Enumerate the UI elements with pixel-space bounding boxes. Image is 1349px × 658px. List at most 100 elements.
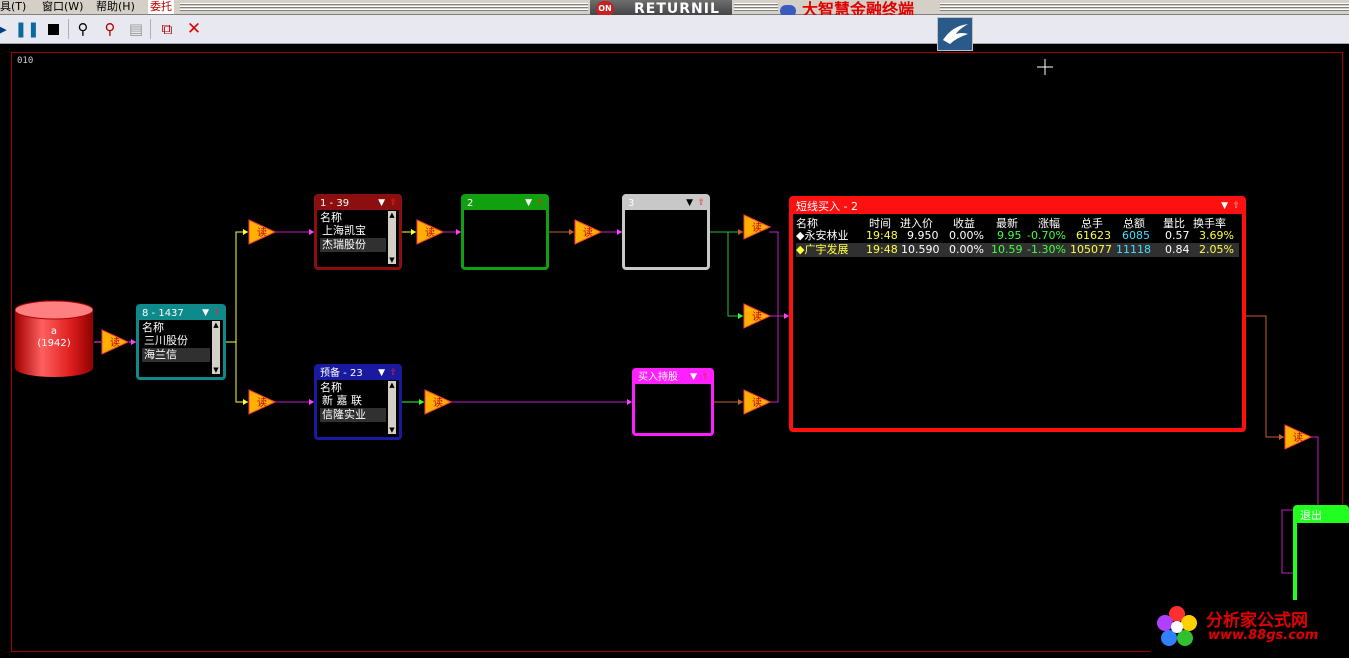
move-up-icon[interactable]: ⇧ — [213, 308, 221, 318]
move-up-icon[interactable]: ⇧ — [536, 198, 544, 208]
menu-help[interactable]: 帮助(H) — [96, 0, 135, 13]
toolbar: ▸ ❚❚ ⚲ ⚲ ▤ ⧉ ✕ — [0, 15, 1349, 44]
table-row[interactable]: ◆永安林业 19:48 9.950 0.00% 9.95 -0.70% 6162… — [796, 229, 1239, 243]
filter-dropdown-icon[interactable]: ▼ — [1221, 201, 1228, 211]
menu-tools[interactable]: 具(T) — [0, 0, 27, 13]
trigger-icon[interactable]: 读 — [424, 389, 452, 415]
scrollbar[interactable]: ▲▼ — [388, 381, 396, 434]
node-main-pool[interactable]: 8 - 1437 ▼ ⇧ 名称 三川股份 海兰信 ▲▼ — [136, 304, 226, 380]
svg-text:读: 读 — [752, 221, 762, 234]
column-header: 名称 — [142, 321, 164, 334]
filter-dropdown-icon[interactable]: ▼ — [378, 198, 385, 208]
column-header: 涨幅 — [1038, 217, 1060, 230]
list-item[interactable]: 海兰信 — [142, 348, 210, 362]
volume-cell: 105077 — [1070, 243, 1112, 256]
svg-text:读: 读 — [752, 396, 762, 409]
menu-entrust[interactable]: 委托 — [148, 0, 174, 14]
toolbar-grip-icon: ▸ — [0, 20, 7, 38]
menu-window[interactable]: 窗口(W) — [42, 0, 84, 13]
list-item[interactable]: 新 嘉 联 — [322, 394, 362, 407]
move-up-icon[interactable]: ⇧ — [697, 198, 705, 208]
trigger-icon[interactable]: 读 — [416, 219, 444, 245]
scroll-up-icon[interactable]: ▲ — [389, 211, 395, 219]
list-item[interactable]: 信隆实业 — [320, 408, 386, 422]
stock-database-icon[interactable]: a(1942) — [15, 300, 93, 378]
source-label: a — [50, 326, 58, 337]
scroll-up-icon[interactable]: ▲ — [213, 321, 219, 329]
volume-ratio-cell: 0.57 — [1165, 229, 1190, 242]
turnover-cell: 2.05% — [1199, 243, 1234, 256]
scrollbar[interactable]: ▲▼ — [388, 211, 396, 264]
search-refresh-icon[interactable]: ⚲ — [104, 20, 116, 38]
entry-price-cell: 9.950 — [907, 229, 939, 242]
stop-icon[interactable] — [44, 20, 62, 38]
filter-dropdown-icon[interactable]: ▼ — [202, 308, 209, 318]
node-title: 短线买入 - 2 — [793, 200, 1242, 214]
close-icon[interactable]: ✕ — [186, 19, 202, 39]
search-icon[interactable]: ⚲ — [77, 20, 89, 38]
node-reserve[interactable]: 预备 - 23 ▼ ⇧ 名称 新 嘉 联 信隆实业 ▲▼ — [314, 364, 402, 440]
scroll-up-icon[interactable]: ▲ — [389, 381, 395, 389]
svg-text:读: 读 — [257, 226, 267, 239]
node-exit[interactable]: 退出 — [1293, 505, 1349, 615]
list-item[interactable]: 上海凯宝 — [322, 224, 366, 237]
trigger-icon[interactable]: 读 — [574, 219, 602, 245]
svg-text:读: 读 — [110, 336, 120, 349]
column-header: 最新 — [996, 217, 1018, 230]
move-up-icon[interactable]: ⇧ — [701, 372, 709, 382]
site-watermark: 分析家公式网 www.88gs.com — [1150, 600, 1346, 656]
filter-dropdown-icon[interactable]: ▼ — [525, 198, 532, 208]
trigger-icon[interactable]: 读 — [1284, 424, 1312, 450]
stock-name: ◆广宇发展 — [796, 243, 849, 256]
scroll-down-icon[interactable]: ▼ — [213, 366, 219, 374]
node-filter-1[interactable]: 1 - 39 ▼ ⇧ 名称 上海凯宝 杰瑞股份 ▲▼ — [314, 194, 402, 270]
bird-logo-icon[interactable] — [937, 17, 973, 51]
scroll-down-icon[interactable]: ▼ — [389, 256, 395, 264]
svg-text:读: 读 — [1293, 431, 1303, 444]
move-up-icon[interactable]: ⇧ — [389, 368, 397, 378]
node-title: 退出 — [1297, 509, 1349, 523]
filter-dropdown-icon[interactable]: ▼ — [378, 368, 385, 378]
app-title: 大智慧金融终端 — [780, 0, 914, 20]
node-buy-hold[interactable]: 买入持股 ▼ ⇧ — [632, 368, 714, 436]
node-title: 3 — [625, 197, 707, 210]
returnil-button[interactable]: ON RETURNIL — [590, 0, 732, 19]
trigger-icon[interactable]: 读 — [248, 219, 276, 245]
move-up-icon[interactable]: ⇧ — [1232, 201, 1240, 211]
svg-text:读: 读 — [752, 310, 762, 323]
amount-cell: 6085 — [1122, 229, 1150, 242]
time-cell: 19:48 — [866, 229, 898, 242]
title-stripe — [940, 3, 1349, 12]
node-title: 买入持股 — [635, 371, 711, 384]
node-filter-2[interactable]: 2 ▼ ⇧ — [461, 194, 549, 270]
column-header: 名称 — [796, 217, 818, 230]
entry-price-cell: 10.590 — [901, 243, 940, 256]
returnil-on-badge: ON — [596, 1, 614, 17]
volume-cell: 61623 — [1076, 229, 1111, 242]
trigger-icon[interactable]: 读 — [248, 389, 276, 415]
node-filter-3[interactable]: 3 ▼ ⇧ — [622, 194, 710, 270]
table-row[interactable]: ◆广宇发展 19:48 10.590 0.00% 10.59 -1.30% 10… — [796, 243, 1239, 257]
filter-dropdown-icon[interactable]: ▼ — [690, 372, 697, 382]
scrollbar[interactable]: ▲▼ — [212, 321, 220, 374]
latest-cell: 9.95 — [997, 229, 1022, 242]
node-short-buy[interactable]: 短线买入 - 2 ▼ ⇧ 名称 时间 进入价 收益 最新 涨幅 总手 总额 量比… — [789, 196, 1246, 432]
pause-icon[interactable]: ❚❚ — [14, 20, 40, 38]
move-up-icon[interactable]: ⇧ — [389, 198, 397, 208]
trigger-icon[interactable]: 读 — [743, 214, 771, 240]
trigger-icon[interactable]: 读 — [743, 303, 771, 329]
strategy-canvas[interactable]: 010 — [11, 52, 1343, 652]
open-window-icon[interactable]: ⧉ — [161, 20, 173, 38]
svg-text:读: 读 — [583, 226, 593, 239]
trigger-icon[interactable]: 读 — [101, 329, 129, 355]
export-disabled-icon[interactable]: ▤ — [128, 20, 144, 38]
trigger-icon[interactable]: 读 — [743, 389, 771, 415]
latest-cell: 10.59 — [991, 243, 1023, 256]
scroll-down-icon[interactable]: ▼ — [389, 426, 395, 434]
list-item[interactable]: 三川股份 — [144, 334, 188, 347]
column-header: 量比 — [1163, 217, 1185, 230]
list-item[interactable]: 杰瑞股份 — [320, 238, 386, 252]
filter-dropdown-icon[interactable]: ▼ — [686, 198, 693, 208]
column-header: 名称 — [320, 381, 342, 394]
